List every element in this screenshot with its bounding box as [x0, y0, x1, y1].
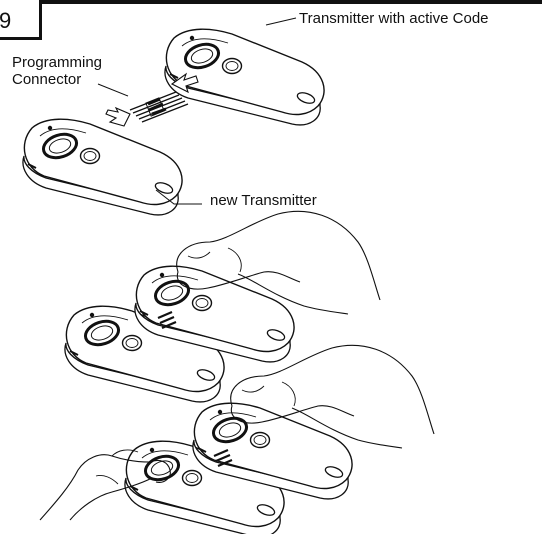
hand-icon — [40, 450, 170, 520]
step-number-box: 9 — [0, 0, 42, 40]
leader-new-transmitter — [156, 190, 202, 204]
label-connector: Connector — [12, 71, 82, 88]
label-programming: Programming — [12, 54, 103, 71]
programming-connector-icon — [130, 92, 188, 122]
leader-connector — [98, 84, 128, 96]
label-active-code: Transmitter with active Code — [299, 10, 489, 27]
connector-joined-2 — [214, 450, 232, 466]
leader-active-code — [266, 18, 296, 25]
connector-joined-1 — [158, 312, 176, 328]
transmitter-active-code-icon — [163, 27, 326, 127]
step-number: 9 — [0, 8, 12, 33]
arrow-icon — [106, 74, 198, 126]
transmitter-new-icon — [21, 117, 184, 217]
label-new-transmitter: new Transmitter — [210, 192, 317, 209]
top-rule — [0, 0, 542, 4]
